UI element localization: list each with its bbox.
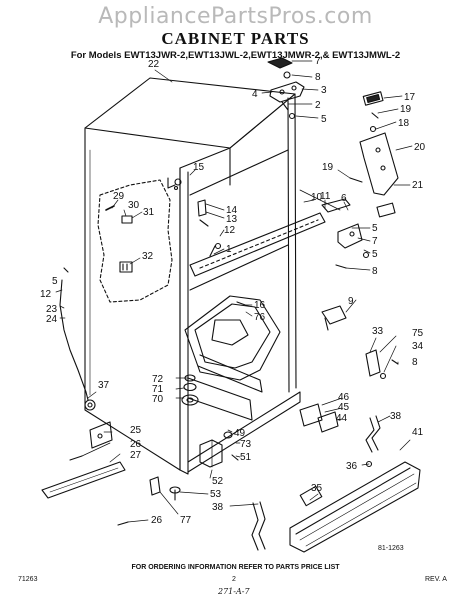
callout-70: 70 [152, 394, 164, 405]
handwritten-note: 271-A-7 [218, 587, 250, 596]
callout-13: 13 [226, 214, 238, 225]
callout-33: 33 [372, 326, 384, 337]
callout-29: 29 [113, 191, 125, 202]
callout-36: 36 [346, 461, 358, 472]
callout-26: 26 [130, 439, 142, 450]
callout-52: 52 [212, 476, 224, 487]
callout-19: 19 [322, 162, 334, 173]
bracket-38-lower [251, 501, 266, 551]
model-list: For Models EWT13JWR-2,EWT13JWL-2,EWT13JM… [70, 50, 401, 61]
callout-9: 9 [348, 296, 354, 307]
callout-25: 25 [130, 425, 142, 436]
cabinet-body [84, 77, 326, 475]
callout-71: 71 [152, 384, 164, 395]
bracket-38-right [365, 415, 381, 468]
page-number: 2 [232, 576, 236, 583]
callout-14: 14 [226, 205, 238, 216]
callout-11: 11 [320, 191, 331, 202]
callout-3: 3 [321, 85, 327, 96]
bracket-33 [365, 349, 399, 380]
callout-72: 72 [152, 374, 164, 385]
callout-17: 17 [404, 92, 416, 103]
right-hinge-bracket [349, 91, 399, 218]
callout-21: 21 [412, 180, 424, 191]
callout-44: 44 [336, 413, 348, 424]
callout-26: 26 [151, 515, 163, 526]
callout-8: 8 [412, 357, 418, 368]
center-hinge [299, 189, 370, 269]
callout-35: 35 [311, 483, 323, 494]
footer-left-code: 71263 [18, 576, 38, 583]
upper-fasteners [197, 199, 222, 257]
callout-31: 31 [143, 207, 155, 218]
callout-6: 6 [341, 193, 347, 204]
callout-2: 2 [315, 100, 321, 111]
bracket-44-46 [299, 403, 339, 433]
callout-34: 34 [412, 341, 424, 352]
callout-53: 53 [210, 489, 222, 500]
callout-8: 8 [372, 266, 378, 277]
callout-5: 5 [372, 249, 378, 260]
callout-45: 45 [338, 402, 350, 413]
top-hinge-parts [267, 57, 305, 120]
callout-77: 77 [180, 515, 192, 526]
callout-37: 37 [98, 380, 110, 391]
callout-38: 38 [390, 411, 402, 422]
page-title: CABINET PARTS [161, 29, 310, 48]
diagram-reference: 81-1263 [378, 545, 404, 552]
callout-16: 16 [254, 300, 266, 311]
callout-19: 19 [400, 104, 412, 115]
leader-lines [55, 60, 413, 523]
callout-5: 5 [372, 223, 378, 234]
revision-label: REV. A [425, 576, 447, 583]
callout-8: 8 [315, 72, 321, 83]
callout-7: 7 [315, 56, 321, 67]
callout-12: 12 [40, 289, 52, 300]
door-stop-part [321, 305, 347, 331]
callout-46: 46 [338, 392, 350, 403]
callout-73: 73 [240, 439, 252, 450]
callout-18: 18 [398, 118, 410, 129]
callout-labels: 22 7 8 3 4 2 5 17 19 18 20 19 21 15 14 1… [40, 56, 426, 526]
callout-22: 22 [148, 59, 160, 70]
callout-12: 12 [224, 225, 236, 236]
callout-49: 49 [234, 428, 246, 439]
callout-23: 23 [46, 304, 58, 315]
callout-51: 51 [240, 452, 252, 463]
drain-pan-assembly [184, 295, 281, 421]
callout-1: 1 [226, 244, 232, 255]
insulation-panel [97, 179, 173, 303]
ordering-note: FOR ORDERING INFORMATION REFER TO PARTS … [131, 564, 340, 571]
callout-15: 15 [193, 162, 205, 173]
callout-76: 76 [254, 312, 266, 323]
callout-75: 75 [412, 328, 424, 339]
callout-4: 4 [252, 89, 258, 100]
callout-5: 5 [52, 276, 58, 287]
callout-38: 38 [212, 502, 224, 513]
callout-5: 5 [321, 114, 327, 125]
callout-41: 41 [412, 427, 424, 438]
callout-7: 7 [372, 236, 378, 247]
lower-left-bracket [41, 421, 129, 526]
watermark: AppliancePartsPros.com [98, 4, 373, 29]
drain-tube [59, 267, 96, 411]
callout-24: 24 [46, 314, 58, 325]
callout-32: 32 [142, 251, 154, 262]
callout-30: 30 [128, 200, 140, 211]
callout-20: 20 [414, 142, 426, 153]
callout-10: 10 [311, 192, 323, 203]
callout-27: 27 [130, 450, 142, 461]
toe-grille [289, 461, 421, 553]
